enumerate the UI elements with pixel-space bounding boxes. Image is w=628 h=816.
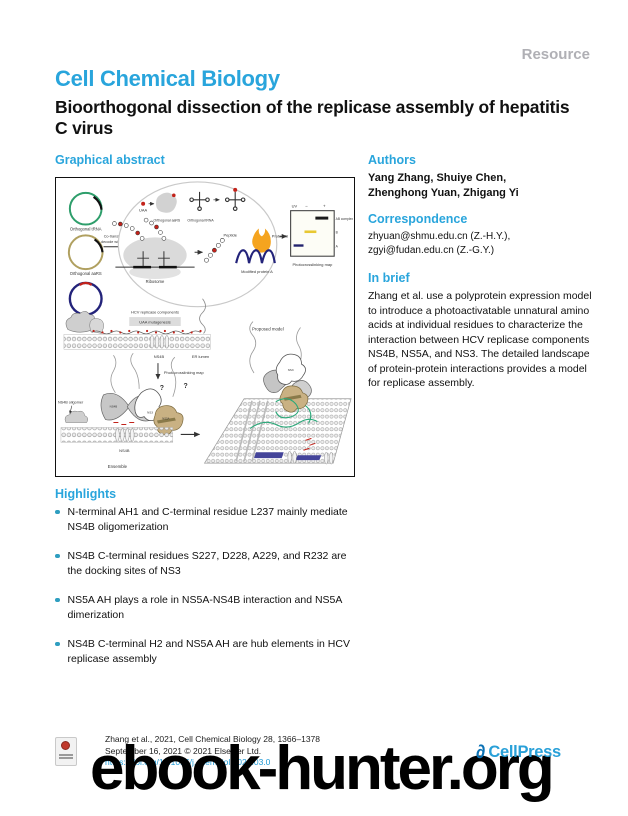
proposed-model-label: Proposed model <box>252 326 284 331</box>
authors-names: Yang Zhang, Shuiye Chen, Zhenghong Yuan,… <box>368 172 519 199</box>
svg-text:AB complex: AB complex <box>336 217 353 221</box>
uv-label: UV <box>292 204 298 209</box>
gel-caption: Photocrosslinking map <box>293 262 334 267</box>
citation-line-2: September 16, 2021 © 2021 Elsevier Ltd. <box>105 745 262 756</box>
highlight-item: NS5A AH plays a role in NS5A-NS4B intera… <box>55 593 361 622</box>
svg-text:ER lumen: ER lumen <box>192 354 209 359</box>
svg-text:?: ? <box>184 383 188 390</box>
citation-block: Zhang et al., 2021, Cell Chemical Biolog… <box>105 734 320 769</box>
svg-text:Photocrosslinking map: Photocrosslinking map <box>164 370 205 375</box>
correspondence-heading: Correspondence <box>368 212 468 226</box>
protein-b-blob <box>252 228 271 253</box>
proposed-model-scene: Proposed model NS3 <box>203 321 352 465</box>
ns3-model-label: NS3 <box>288 368 294 372</box>
citation-line-1: Zhang et al., 2021, Cell Chemical Biolog… <box>105 734 321 744</box>
cellpress-swirl-icon: ∂ <box>476 742 486 763</box>
correspondence-emails: zhyuan@shmu.edu.cn (Z.-H.Y.), zgyi@fudan… <box>368 230 601 258</box>
authors-heading: Authors <box>368 153 416 167</box>
graphical-abstract-figure: Orthogonal tRNA Orthogonal aaRS Protein … <box>58 181 353 469</box>
article-type-kicker: Resource <box>521 46 590 63</box>
bullet-icon <box>55 553 60 558</box>
svg-text:NS4B: NS4B <box>154 354 165 359</box>
svg-text:NS4B oligomer: NS4B oligomer <box>58 401 84 405</box>
journal-title: Cell Chemical Biology <box>55 66 280 91</box>
highlights-list: N-terminal AH1 and C-terminal residue L2… <box>55 505 361 681</box>
bullet-icon <box>55 509 60 514</box>
membrane-scene: HCV replicase components UAA mutagenesis <box>63 298 211 380</box>
svg-text:NS4B: NS4B <box>110 405 118 409</box>
protein-b-label: Protein B <box>272 233 289 238</box>
in-brief-heading: In brief <box>368 271 410 285</box>
svg-text:A: A <box>336 244 339 248</box>
svg-text:B: B <box>336 230 338 234</box>
plasmid-trna-label: Orthogonal tRNA <box>70 226 102 231</box>
bullet-icon <box>55 597 60 602</box>
ns3-label: NS3 <box>147 411 153 415</box>
svg-text:−: − <box>305 204 308 209</box>
highlight-item: NS4B C-terminal H2 and NS5A AH are hub e… <box>55 637 361 666</box>
svg-text:UAA mutagenesis: UAA mutagenesis <box>139 320 170 325</box>
svg-text:?: ? <box>160 385 164 392</box>
svg-text:Co-translation: Co-translation <box>104 234 127 238</box>
ribosome-label: Ribosome <box>146 279 165 284</box>
graphical-abstract-heading: Graphical abstract <box>55 153 165 167</box>
crossmark-icon <box>61 741 70 750</box>
graphical-abstract-box: Orthogonal tRNA Orthogonal aaRS Protein … <box>55 177 355 477</box>
uaa-label: UAA <box>139 208 147 213</box>
cellpress-logo[interactable]: ∂ CellPress <box>476 743 561 762</box>
expression-ellipse: UAA Orthogonal aaRS Orthogonal tRNA <box>112 181 289 308</box>
svg-text:decode with UAA: decode with UAA <box>101 240 130 244</box>
modified-protein-a-label: Modified protein A <box>241 269 273 274</box>
orthogonal-trna-label: Orthogonal tRNA <box>187 219 214 223</box>
peptide-label: Peptide <box>224 232 238 237</box>
highlights-heading: Highlights <box>55 487 117 501</box>
bullet-icon <box>55 641 60 646</box>
doi-link[interactable]: https://doi.org/10.1016/j.chembiol.2021.… <box>105 757 271 767</box>
peptide-chain <box>204 238 225 263</box>
in-brief-text: Zhang et al. use a polyprotein expressio… <box>368 290 592 389</box>
correspondence-email-2: zgyi@fudan.edu.cn (Z.-G.Y.) <box>368 245 495 256</box>
gel-blot: UV − + AB complex B A Photocrosslinking … <box>290 204 353 267</box>
ensemble-caption: Ensemble <box>108 464 128 469</box>
svg-text:HCV replicase components: HCV replicase components <box>131 310 179 315</box>
ns5a-label: NS5A <box>162 417 169 421</box>
article-title: Bioorthogonal dissection of the replicas… <box>55 97 570 138</box>
ensemble-scene: NS4B oligomer NS4B NS4B NS3 ? ? NS5A <box>58 352 201 469</box>
highlight-item: N-terminal AH1 and C-terminal residue L2… <box>55 505 361 534</box>
correspondence-email-1: zhyuan@shmu.edu.cn (Z.-H.Y.), <box>368 231 511 242</box>
orthogonal-aars-label: Orthogonal aaRS <box>154 219 181 223</box>
crossmark-badge[interactable] <box>55 737 77 766</box>
plasmid-aars-label: Orthogonal aaRS <box>70 271 102 276</box>
ribosome-group: Ribosome <box>112 217 195 284</box>
cellpress-logo-text: CellPress <box>488 743 561 761</box>
plasmids-group: Orthogonal tRNA Orthogonal aaRS Protein … <box>67 191 104 322</box>
modified-protein-a-wave <box>235 249 276 264</box>
svg-text:+: + <box>323 204 326 209</box>
highlight-item: NS4B C-terminal residues S227, D228, A22… <box>55 549 361 578</box>
svg-text:NS4B: NS4B <box>119 448 130 453</box>
watermark-text: ebook-hunter.org <box>90 734 555 803</box>
trna-icon <box>189 191 210 212</box>
charged-trna-icon <box>224 187 246 212</box>
